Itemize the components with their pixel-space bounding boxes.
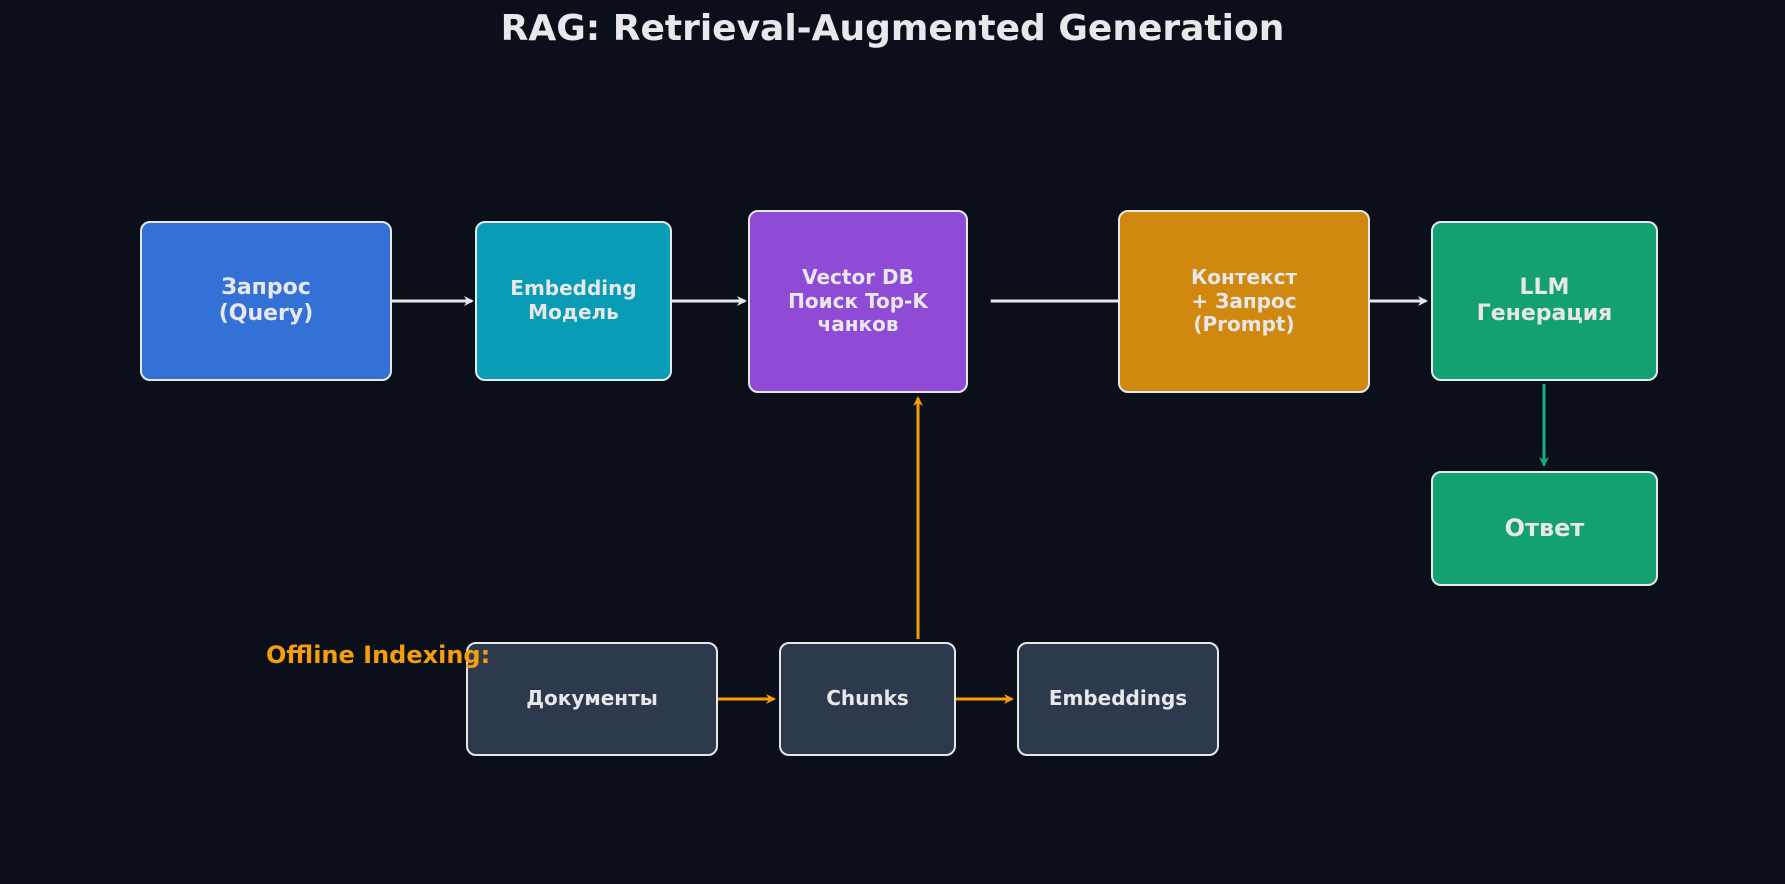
node-context-prompt: Контекст + Запрос (Prompt) bbox=[1118, 210, 1370, 393]
node-vector-db-label: Vector DB Поиск Top-K чанков bbox=[788, 265, 928, 337]
node-embeddings-label: Embeddings bbox=[1048, 686, 1188, 711]
node-query: Запрос (Query) bbox=[140, 221, 392, 381]
node-query-label: Запрос (Query) bbox=[218, 275, 314, 326]
node-vector-db: Vector DB Поиск Top-K чанков bbox=[748, 210, 968, 393]
node-embedding-model-label: Embedding Модель bbox=[510, 276, 637, 324]
node-chunks: Chunks bbox=[779, 642, 956, 756]
node-llm-generation: LLM Генерация bbox=[1431, 221, 1658, 381]
node-answer-label: Ответ bbox=[1504, 514, 1585, 543]
offline-indexing-label: Offline Indexing: bbox=[266, 641, 491, 669]
node-documents: Документы bbox=[466, 642, 718, 756]
node-documents-label: Документы bbox=[526, 686, 658, 711]
node-answer: Ответ bbox=[1431, 471, 1658, 586]
diagram-title: RAG: Retrieval-Augmented Generation bbox=[500, 8, 1285, 49]
node-embeddings: Embeddings bbox=[1017, 642, 1219, 756]
node-context-prompt-label: Контекст + Запрос (Prompt) bbox=[1190, 265, 1298, 337]
node-chunks-label: Chunks bbox=[826, 686, 909, 711]
node-embedding-model: Embedding Модель bbox=[475, 221, 672, 381]
node-llm-generation-label: LLM Генерация bbox=[1476, 275, 1613, 326]
